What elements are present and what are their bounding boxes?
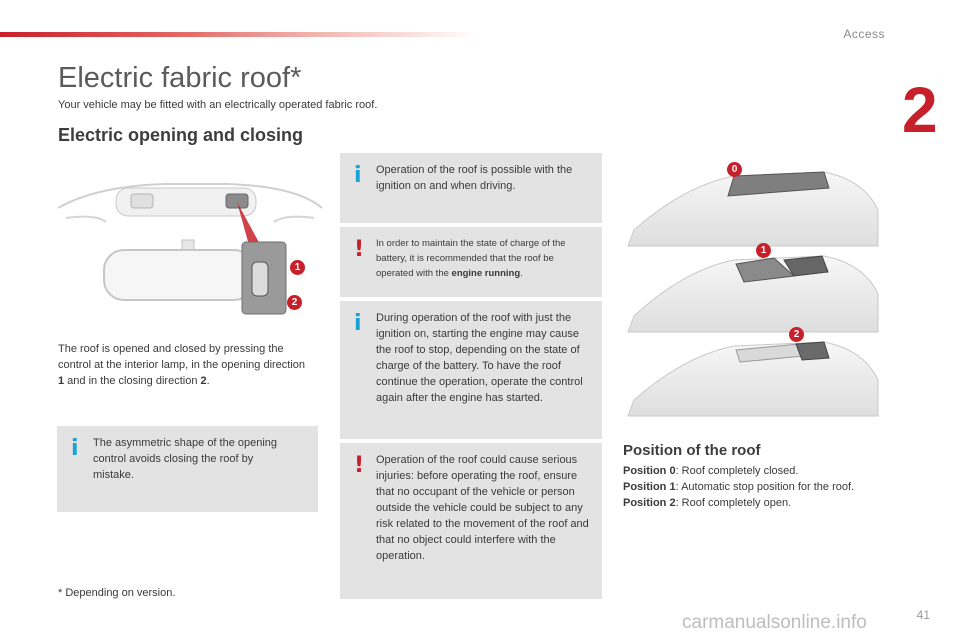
opening-direction-number: 1 <box>58 375 65 387</box>
info-icon: i <box>354 311 362 336</box>
warning-icon: ! <box>354 237 365 262</box>
position-item-desc: : Automatic stop position for the roof. <box>675 481 855 493</box>
position-item-label: Position 0 <box>623 465 676 477</box>
info-icon: i <box>354 163 362 188</box>
position-item: Position 1: Automatic stop position for … <box>623 479 854 495</box>
position-1-label: 1 <box>756 243 771 258</box>
positions-heading: Position of the roof <box>623 442 761 459</box>
car-position-0 <box>627 171 879 247</box>
body-text-part: The roof is opened and closed by pressin… <box>58 343 306 371</box>
position-item: Position 2: Roof completely open. <box>623 495 854 511</box>
info-box-engine-start: i During operation of the roof with just… <box>340 301 602 439</box>
body-text-part: and in the closing direction <box>64 375 201 387</box>
closing-direction-number: 2 <box>200 375 207 387</box>
note-text: Operation of the roof could cause seriou… <box>376 454 589 562</box>
watermark: carmanualsonline.info <box>682 612 867 633</box>
body-text: The roof is opened and closed by pressin… <box>58 341 308 389</box>
chapter-number: 2 <box>902 74 938 146</box>
page-number: 41 <box>916 608 930 622</box>
position-item-desc: : Roof completely open. <box>675 497 792 509</box>
position-2-label: 2 <box>789 327 804 342</box>
note-text: In order to maintain the state of charge… <box>376 236 592 281</box>
warning-icon: ! <box>354 453 365 478</box>
note-text: The asymmetric shape of the opening cont… <box>93 437 278 481</box>
position-item: Position 0: Roof completely closed. <box>623 463 854 479</box>
control-label-2: 2 <box>287 295 302 310</box>
position-item-label: Position 1 <box>623 481 676 493</box>
interior-lamp-illustration <box>57 183 323 315</box>
warning-box-battery: ! In order to maintain the state of char… <box>340 227 602 297</box>
warning-box-injury: ! Operation of the roof could cause seri… <box>340 443 602 599</box>
note-text-part: In order to maintain the state of charge… <box>376 238 566 279</box>
info-box-asymmetric: i The asymmetric shape of the opening co… <box>57 426 318 512</box>
note-text: During operation of the roof with just t… <box>376 312 583 404</box>
control-label-1: 1 <box>290 260 305 275</box>
info-icon: i <box>71 436 79 461</box>
header-accent-bar <box>0 32 480 37</box>
footnote: * Depending on version. <box>58 587 176 599</box>
section-label: Access <box>843 27 885 41</box>
intro-text: Your vehicle may be fitted with an elect… <box>58 99 378 111</box>
roof-positions-illustration <box>627 171 879 417</box>
page-title: Electric fabric roof* <box>58 62 302 94</box>
position-item-desc: : Roof completely closed. <box>675 465 799 477</box>
position-0-label: 0 <box>727 162 742 177</box>
positions-list: Position 0: Roof completely closed. Posi… <box>623 463 854 511</box>
position-item-label: Position 2 <box>623 497 676 509</box>
note-text-bold: engine running <box>451 268 521 279</box>
note-text: Operation of the roof is possible with t… <box>376 164 573 192</box>
car-position-2 <box>627 341 879 417</box>
info-box-ignition: i Operation of the roof is possible with… <box>340 153 602 223</box>
section-heading: Electric opening and closing <box>58 125 304 145</box>
note-text-part: . <box>520 268 523 279</box>
body-text-part: . <box>206 375 210 387</box>
car-position-1 <box>627 255 879 333</box>
